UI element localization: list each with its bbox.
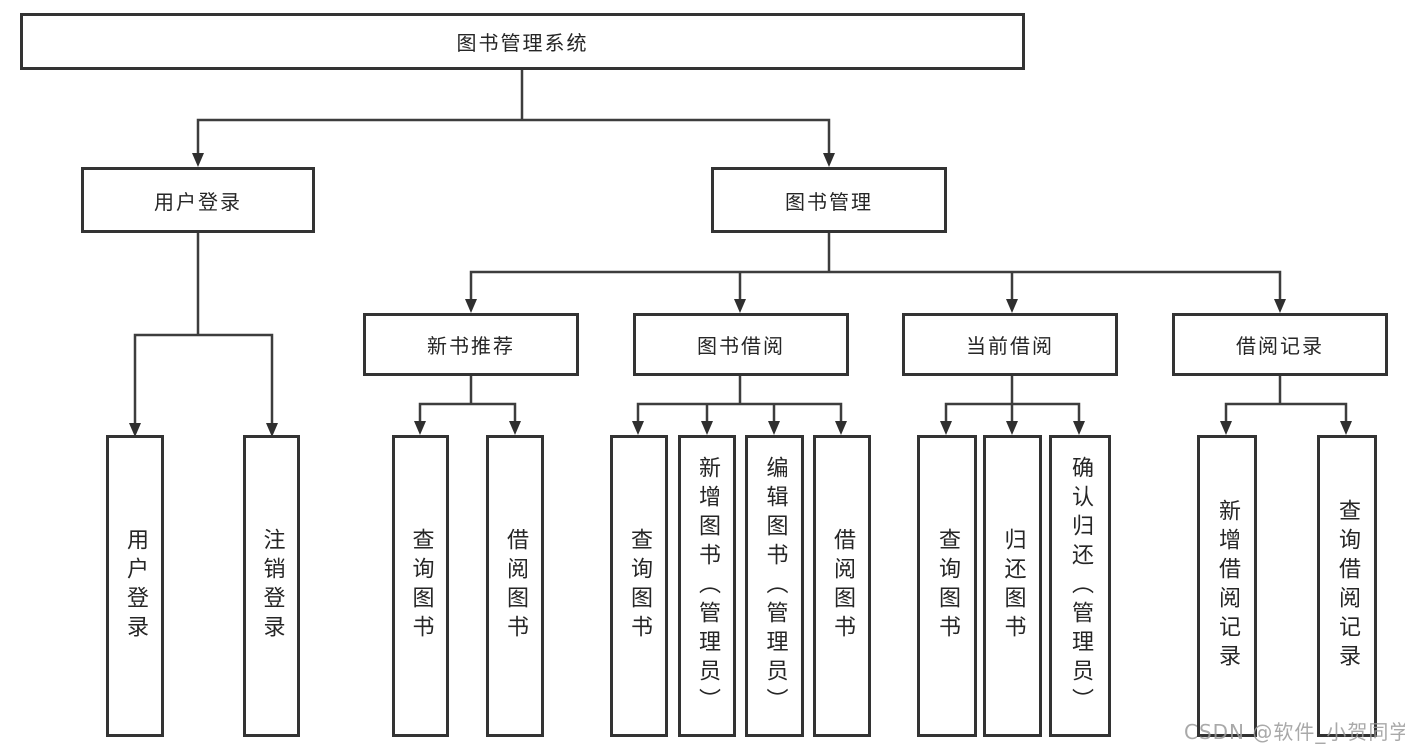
leaf-logout-label: 注销登录 (259, 528, 285, 644)
connector-new-book-bus (418, 402, 517, 422)
leaf-add-book-admin-label: 新增图书（管理员） (695, 455, 720, 717)
connector-book-borrow-bus (636, 402, 843, 422)
leaf-newbook-borrow-book-label: 借阅图书 (503, 528, 528, 644)
leaf-confirm-return-admin: 确认归还（管理员） (1049, 435, 1111, 737)
leaf-borrow-query-book: 查询图书 (610, 435, 668, 737)
leaf-newbook-query-book-label: 查询图书 (408, 528, 434, 644)
node-borrow-records: 借阅记录 (1172, 313, 1388, 376)
node-book-management: 图书管理 (711, 167, 947, 233)
leaf-user-login-label: 用户登录 (123, 528, 148, 644)
arrowheads (129, 153, 1352, 437)
leaf-edit-book-admin: 编辑图书（管理员） (745, 435, 804, 737)
connector-level2-bus (196, 118, 831, 154)
leaf-newbook-query-book: 查询图书 (392, 435, 449, 737)
leaf-borrow-borrow-book: 借阅图书 (813, 435, 871, 737)
leaf-borrow-borrow-book-label: 借阅图书 (830, 528, 855, 644)
connector-records-bus (1224, 402, 1348, 422)
leaf-borrow-query-book-label: 查询图书 (627, 528, 652, 644)
node-current-borrow: 当前借阅 (902, 313, 1118, 376)
leaf-user-login: 用户登录 (106, 435, 164, 737)
leaf-confirm-return-admin-label: 确认归还（管理员） (1068, 455, 1093, 717)
leaf-add-book-admin: 新增图书（管理员） (678, 435, 736, 737)
leaf-current-query-book: 查询图书 (917, 435, 977, 737)
node-new-book-recommend: 新书推荐 (363, 313, 579, 376)
node-user-login: 用户登录 (81, 167, 315, 233)
leaf-query-borrow-record: 查询借阅记录 (1317, 435, 1377, 737)
leaf-edit-book-admin-label: 编辑图书（管理员） (762, 455, 788, 717)
leaf-add-borrow-record: 新增借阅记录 (1197, 435, 1257, 737)
leaf-newbook-borrow-book: 借阅图书 (486, 435, 544, 737)
leaf-add-borrow-record-label: 新增借阅记录 (1215, 499, 1240, 673)
connector-level3-bus (469, 270, 1282, 300)
leaf-current-query-book-label: 查询图书 (935, 528, 960, 644)
node-book-borrow: 图书借阅 (633, 313, 849, 376)
leaf-logout: 注销登录 (243, 435, 300, 737)
leaf-return-book-label: 归还图书 (1000, 528, 1026, 644)
csdn-watermark: CSDN @软件_小贺同学 (1184, 720, 1405, 744)
leaf-return-book: 归还图书 (983, 435, 1042, 737)
connector-user-login-bus (133, 333, 274, 424)
leaf-query-borrow-record-label: 查询借阅记录 (1335, 499, 1360, 673)
node-library-management-system: 图书管理系统 (20, 13, 1025, 70)
